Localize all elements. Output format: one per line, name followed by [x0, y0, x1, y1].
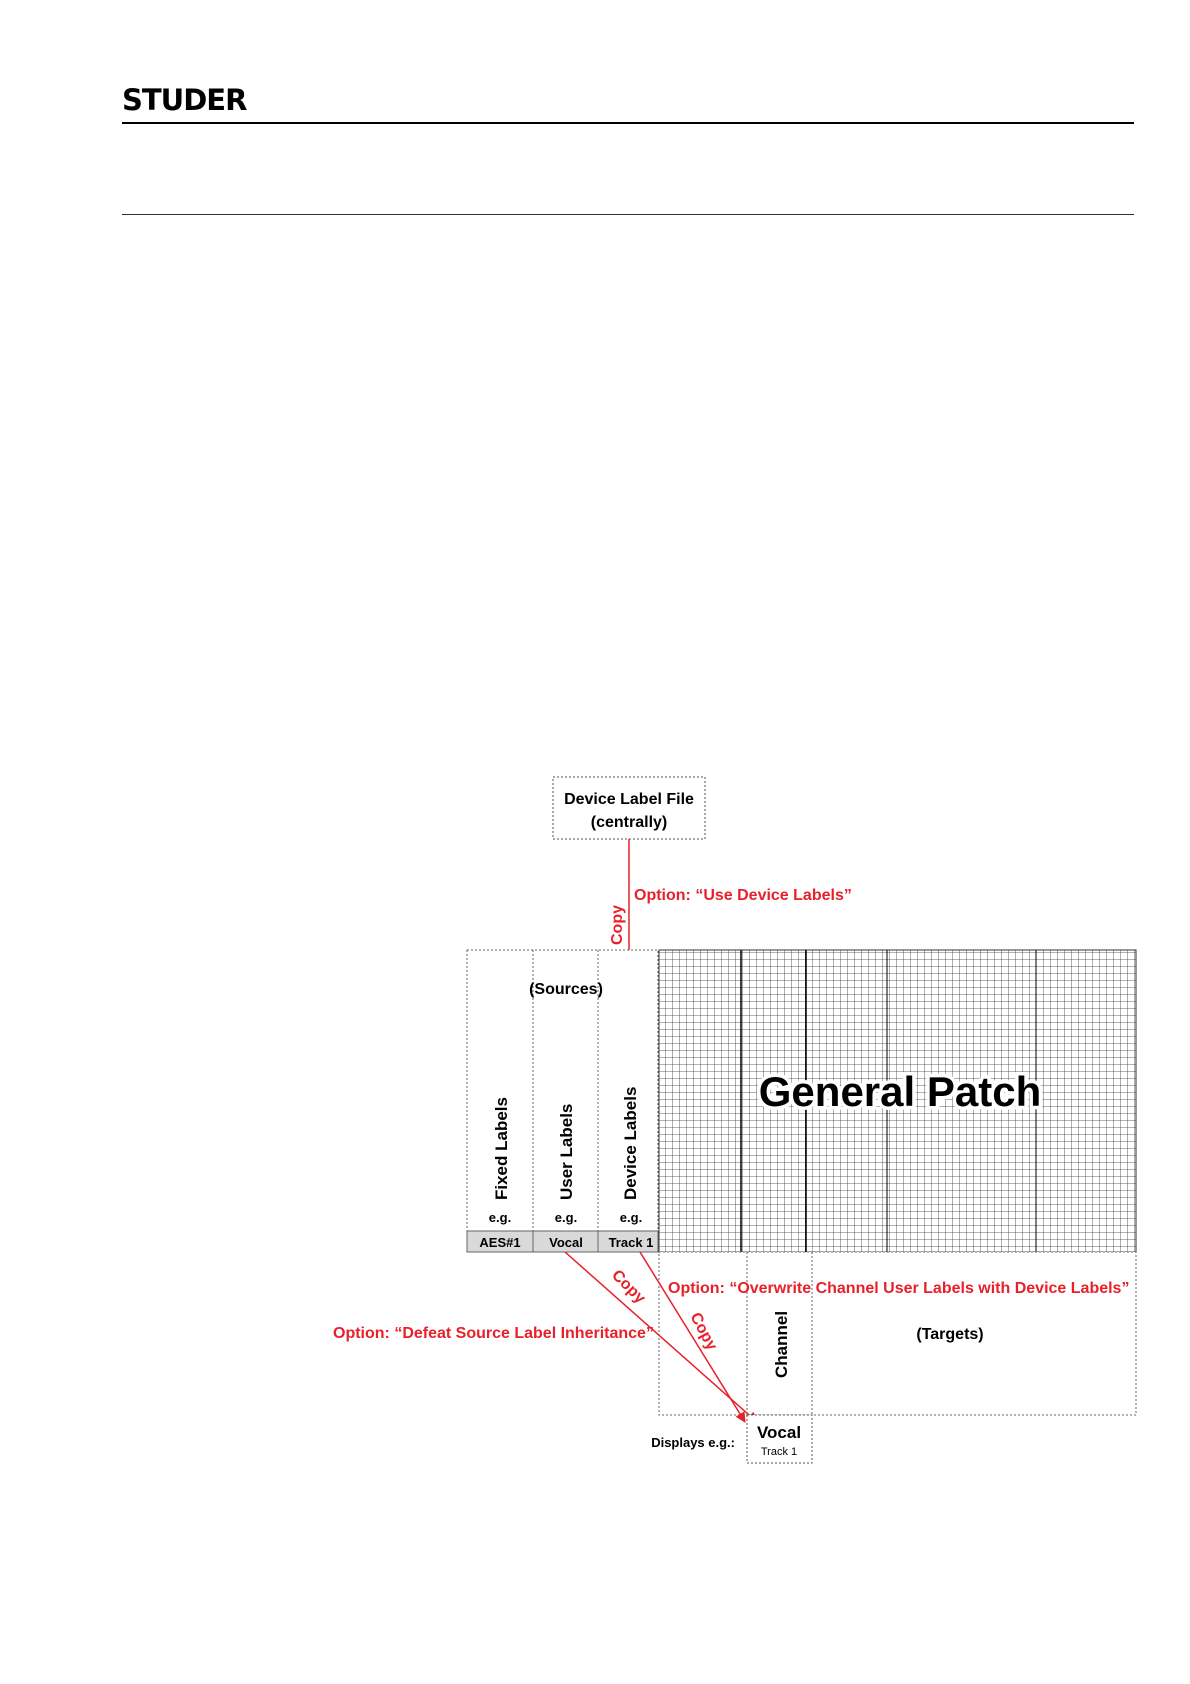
column-title-device-labels: Device Labels — [621, 1087, 640, 1200]
copy-arrow-user-label — [564, 1251, 758, 1423]
column-title-user-labels: User Labels — [557, 1104, 576, 1200]
column-eg-device: e.g. — [620, 1210, 642, 1225]
sources-area — [466, 949, 659, 1253]
column-eg-fixed: e.g. — [489, 1210, 511, 1225]
targets-label: (Targets) — [916, 1326, 983, 1343]
general-patch-title: General Patch — [759, 1068, 1041, 1115]
example-user-label: Vocal — [549, 1235, 583, 1250]
option-defeat-source-label-inheritance: Option: “Defeat Source Label Inheritance… — [333, 1325, 654, 1342]
targets-area — [658, 1251, 1137, 1416]
displays-label: Displays e.g.: — [651, 1435, 735, 1450]
device-label-file-box — [552, 776, 706, 840]
example-strip — [466, 1230, 659, 1253]
header-rule — [122, 122, 1134, 124]
display-sub-label: Track 1 — [761, 1446, 797, 1458]
option-use-device-labels: Option: “Use Device Labels” — [634, 887, 852, 904]
device-label-file-title: Device Label File — [564, 791, 694, 808]
section-rule — [122, 214, 1134, 215]
column-title-fixed-labels: Fixed Labels — [492, 1097, 511, 1200]
device-label-file-subtitle: (centrally) — [591, 814, 667, 831]
sources-label: (Sources) — [529, 981, 603, 998]
copy-label-top: Copy — [609, 905, 626, 945]
general-patch-grid — [658, 949, 1137, 1253]
example-fixed-label: AES#1 — [479, 1235, 520, 1250]
copy-arrow-device-label — [639, 1251, 746, 1423]
studer-logo: STUDER — [122, 83, 247, 117]
copy-label-lower-left: Copy — [608, 1267, 648, 1307]
display-main-label: Vocal — [757, 1423, 801, 1442]
example-device-label: Track 1 — [609, 1235, 654, 1250]
channel-label: Channel — [772, 1311, 791, 1378]
display-example-box — [746, 1414, 813, 1464]
column-eg-user: e.g. — [555, 1210, 577, 1225]
option-overwrite-channel-labels: Option: “Overwrite Channel User Labels w… — [668, 1280, 1129, 1297]
